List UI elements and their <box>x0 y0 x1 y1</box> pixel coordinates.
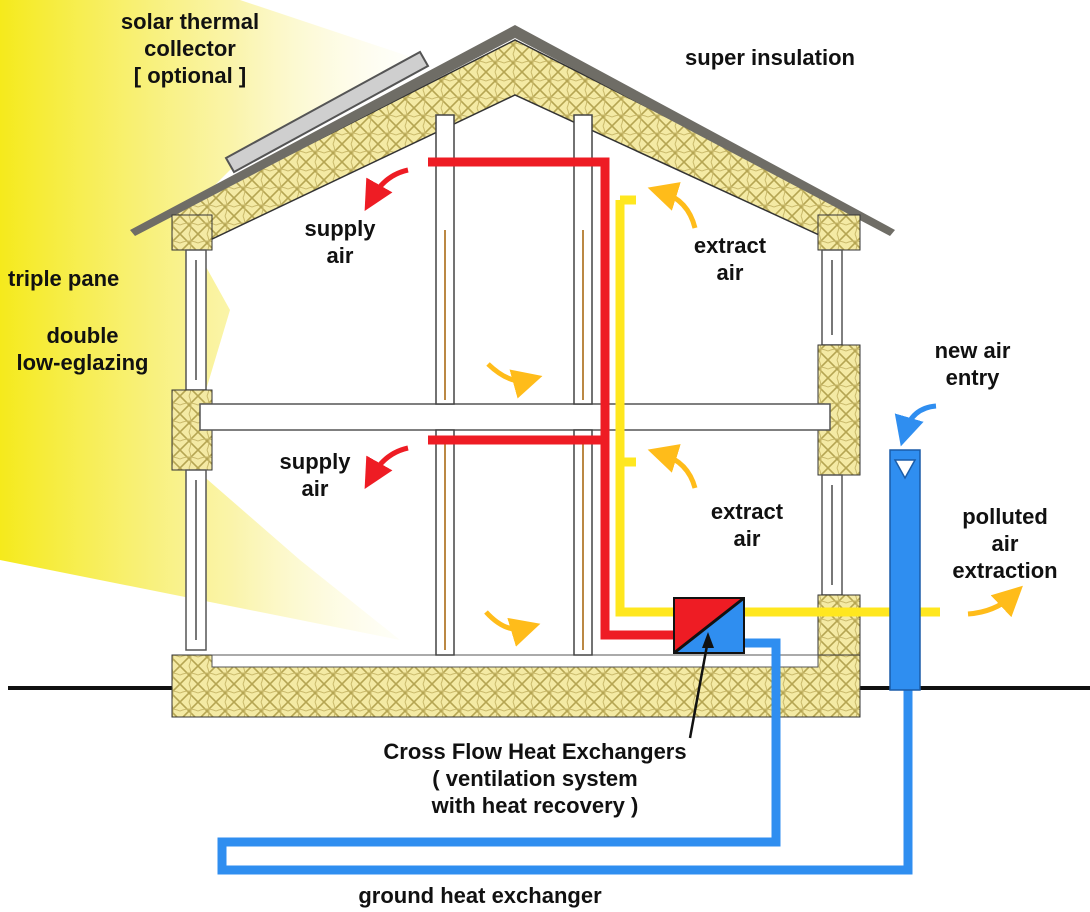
fresh-air-intake-column <box>889 449 921 691</box>
heat-exchanger-pointer <box>688 639 710 739</box>
double-glazing-label: double low-eglazing <box>16 323 149 375</box>
supply-air-duct <box>428 157 680 640</box>
solar-collector-label: solar thermal collector [ optional ] <box>120 9 260 88</box>
heat-exchanger-label: Cross Flow Heat Exchangers ( ventilation… <box>383 739 687 818</box>
triple-pane-label: triple pane <box>8 266 120 291</box>
supply-air-arrow-upper <box>364 167 409 212</box>
intake-vent-icon <box>893 459 917 480</box>
ground-heat-exchanger-loop <box>217 638 913 875</box>
extract-air-label-upper: extract air <box>693 233 767 285</box>
room-air-arrow-upper <box>486 362 543 399</box>
extract-air-arrow-upper <box>647 182 698 229</box>
room-air-arrow-lower <box>484 610 541 647</box>
polluted-air-arrow <box>967 585 1023 618</box>
ground-heat-exchanger-label: ground heat exchanger <box>358 883 602 908</box>
solar-collector <box>224 50 430 174</box>
sunlight-beam <box>0 0 420 640</box>
extract-air-label-lower: extract air <box>710 499 784 551</box>
supply-air-arrow-lower <box>364 445 409 490</box>
intermediate-floor <box>199 403 831 431</box>
left-wall-top-insulation <box>171 214 213 251</box>
new-air-entry-arrow <box>894 403 937 447</box>
new-air-entry-label: new air entry <box>934 338 1011 390</box>
extract-air-arrow-lower <box>647 444 698 489</box>
polluted-air-label: polluted air extraction <box>952 504 1058 583</box>
supply-air-label-lower: supply air <box>279 449 351 501</box>
super-insulation-label: super insulation <box>685 45 855 70</box>
ground-floor <box>211 654 819 668</box>
extract-air-duct <box>615 195 690 617</box>
supply-air-label-upper: supply air <box>304 216 376 268</box>
right-wall-top-insulation <box>817 214 861 251</box>
